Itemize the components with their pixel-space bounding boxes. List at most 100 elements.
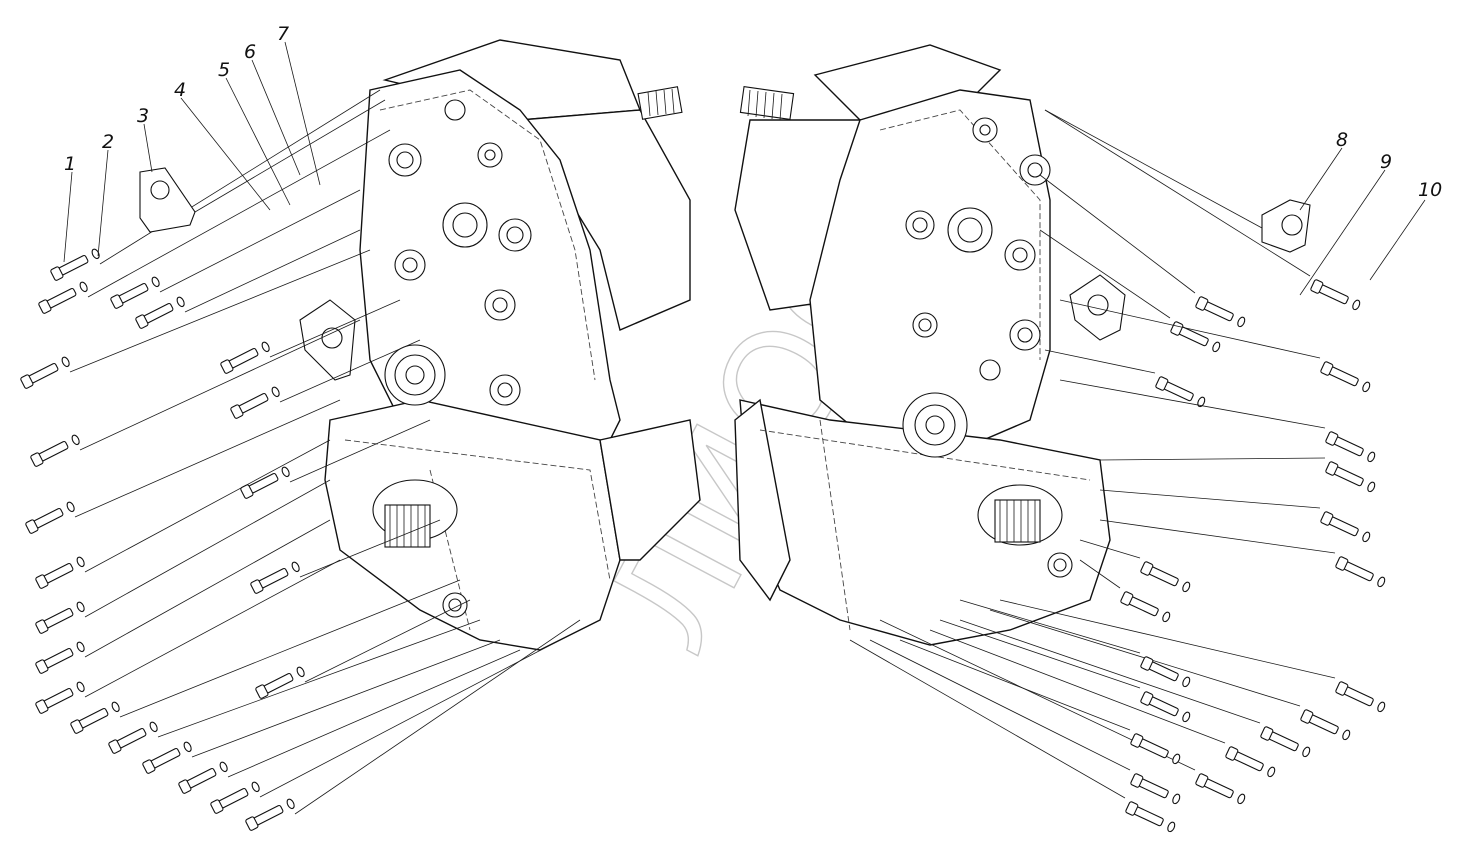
bolt-with-washer (30, 434, 80, 467)
left-leader-line (79, 319, 361, 451)
left-leader-line (259, 639, 561, 798)
left-leader-line (184, 229, 361, 313)
callout-9: 9 (1380, 151, 1392, 173)
bolt-with-washer (220, 341, 270, 374)
bolt-with-washer (1320, 361, 1371, 393)
right-leader-line (1079, 559, 1121, 589)
bolt-with-washer (255, 666, 305, 699)
bolt-with-washer (1120, 591, 1171, 623)
left-leader-line (289, 419, 431, 483)
bolt-with-washer (1140, 691, 1191, 723)
bolt-with-washer (20, 356, 70, 389)
left-fastener-set (20, 89, 581, 831)
bolt-with-washer (142, 741, 192, 774)
bolt-with-washer (110, 276, 160, 309)
right-leader-line (1079, 539, 1141, 559)
bolt-with-washer (1125, 801, 1176, 833)
callout-7: 7 (277, 23, 289, 45)
left-leader-line (304, 599, 471, 683)
bolt-with-washer (1320, 511, 1371, 543)
bolt-with-washer (1130, 773, 1181, 805)
left-leader-line (159, 189, 361, 293)
callout-10: 10 (1418, 179, 1442, 201)
bolt-with-washer (178, 761, 228, 794)
callout-3: 3 (137, 105, 149, 127)
callout-leaders (63, 41, 1426, 296)
right-leader-line (959, 599, 1141, 654)
bolt-with-washer (1335, 681, 1386, 713)
bolt-with-washer (25, 501, 75, 534)
right-leader-line (1039, 229, 1171, 319)
callout-5: 5 (218, 59, 230, 81)
left-leader-line (99, 89, 381, 265)
mounting-plate-part-3 (139, 99, 386, 233)
left-leader-line (84, 559, 341, 698)
callout-8: 8 (1336, 129, 1348, 151)
left-leader-line (119, 579, 461, 718)
callout-1: 1 (64, 153, 76, 175)
left-leader-line (87, 129, 391, 298)
bolt-with-washer (35, 601, 85, 634)
right-leader-line (1099, 489, 1321, 509)
right-leader-line (1044, 349, 1156, 374)
left-leader-line (84, 479, 331, 618)
bolt-with-washer (1140, 561, 1191, 593)
left-leader-line (227, 649, 521, 778)
right-leader-line (1044, 109, 1311, 277)
left-leader-line (69, 249, 371, 373)
bolt-with-washer (1325, 461, 1376, 493)
bolt-with-washer (240, 466, 290, 499)
output-shaft-left (372, 479, 458, 548)
bolt-with-washer (230, 386, 280, 419)
left-leader-line (84, 519, 331, 658)
mounting-plate-part-8 (1044, 109, 1311, 253)
right-leader-line (849, 639, 1126, 799)
right-leader-line (999, 599, 1336, 679)
bolt-with-washer (1130, 733, 1181, 765)
bolt-with-washer (135, 296, 185, 329)
bolt-with-washer (1335, 556, 1386, 588)
left-leader-line (279, 339, 421, 403)
right-leader-line (929, 629, 1226, 744)
bolt-with-washer (245, 798, 295, 831)
bolt-with-washer (1325, 431, 1376, 463)
bolt-with-washer (1170, 321, 1221, 353)
bolt-with-washer (38, 281, 88, 314)
right-fastener-set (849, 109, 1386, 833)
callout-labels: 1 2 3 4 5 6 7 8 9 10 (64, 23, 1442, 201)
bolt-with-washer (1310, 279, 1361, 311)
bolt-with-washer (1140, 656, 1191, 688)
output-shaft-right (977, 484, 1063, 546)
bolt-with-washer (1225, 746, 1276, 778)
bolt-with-washer (35, 641, 85, 674)
callout-6: 6 (244, 41, 256, 63)
bolt-with-washer (35, 556, 85, 589)
bolt-with-washer (1195, 773, 1246, 805)
input-shaft-right (739, 86, 795, 121)
bolt-with-washer (1300, 709, 1351, 741)
right-leader-line (1059, 379, 1326, 429)
input-shaft-left (637, 86, 683, 120)
left-leader-line (84, 439, 331, 573)
left-leader-line (191, 639, 501, 758)
right-leader-line (1059, 299, 1321, 359)
left-leader-line (269, 299, 401, 358)
bolt-with-washer (1260, 726, 1311, 758)
bolt-with-washer (1195, 296, 1246, 328)
callout-2: 2 (102, 131, 114, 153)
bolt-with-washer (35, 681, 85, 714)
right-leader-line (1099, 457, 1326, 461)
bolt-with-washer (250, 561, 300, 594)
bolt-with-washer (210, 781, 260, 814)
left-leader-line (157, 619, 481, 738)
right-leader-line (1039, 174, 1196, 294)
right-leader-line (939, 619, 1141, 689)
bolt-with-washer (70, 701, 120, 734)
right-leader-line (899, 639, 1131, 731)
bolt-with-washer (1155, 376, 1206, 408)
left-leader-line (299, 519, 441, 578)
left-gearbox-housing (299, 39, 701, 651)
right-leader-line (1099, 519, 1336, 554)
right-leader-line (869, 639, 1131, 771)
